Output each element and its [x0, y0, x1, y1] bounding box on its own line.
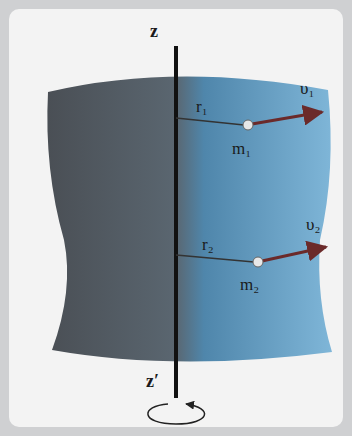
axis-label: z′ [146, 372, 159, 390]
velocity-arrow [262, 247, 326, 261]
radius-label: r₂ [202, 236, 214, 253]
rotation-arrow [148, 404, 205, 424]
velocity-label: υ₂ [306, 216, 320, 233]
mass-label: m₁ [232, 140, 251, 157]
radius-line [176, 255, 254, 262]
particle [243, 120, 253, 130]
axis-label: z [150, 22, 158, 40]
rotation-axis [174, 46, 178, 398]
particle [253, 257, 263, 267]
mass-label: m₂ [240, 276, 259, 293]
velocity-label: υ₁ [300, 80, 314, 97]
body-shape [47, 76, 332, 361]
radius-line [176, 118, 244, 125]
velocity-arrow [252, 112, 322, 124]
radius-label: r₁ [196, 98, 208, 115]
